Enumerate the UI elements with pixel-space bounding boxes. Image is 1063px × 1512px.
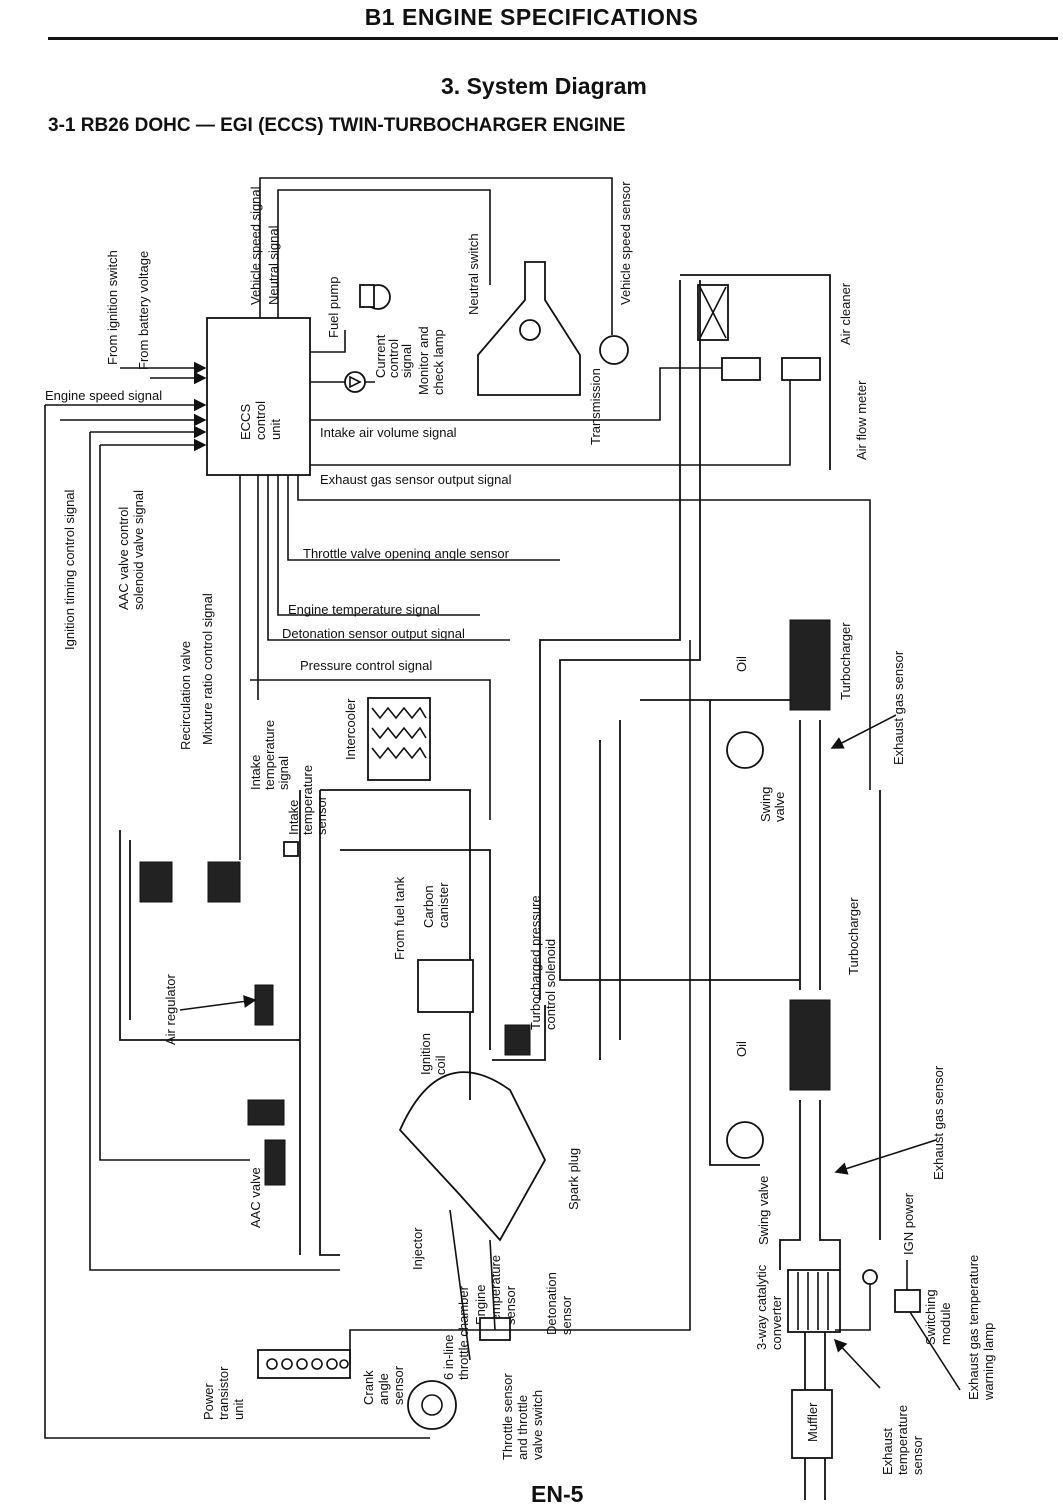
muffler-label: Muffler xyxy=(805,1402,820,1442)
vehicle-speed-sensor-label: Vehicle speed sensor xyxy=(618,181,633,305)
engine-temperature-sensor-label: Engine temperature sensor xyxy=(473,1251,518,1325)
ignition-coil-label: Ignition coil xyxy=(418,1029,448,1075)
intercooler xyxy=(367,697,431,781)
crank-angle-sensor-label: Crank angle sensor xyxy=(361,1365,406,1405)
turbocharged-pressure-control-solenoid-label: Turbocharged pressure control solenoid xyxy=(528,892,558,1030)
engine-speed-signal-label: Engine speed signal xyxy=(45,388,162,403)
eccs-control-unit-label: ECCS control unit xyxy=(238,397,283,440)
mixture-ratio-control-signal-label: Mixture ratio control signal xyxy=(200,593,215,745)
carbon-canister-label: Carbon canister xyxy=(421,882,451,928)
throttle-sensor-label: Throttle sensor and throttle valve switc… xyxy=(500,1370,545,1460)
switching-module-label: Switching module xyxy=(923,1286,953,1345)
six-inline-throttle-chamber-label: 6 in-line throttle chamber xyxy=(441,1285,471,1380)
monitor-check-lamp-label: Monitor and check lamp xyxy=(416,323,446,395)
cylinder-head xyxy=(398,1071,547,1242)
vehicle-speed-signal-label: Vehicle speed signal xyxy=(248,186,263,305)
swing-valve-upper xyxy=(726,731,764,769)
transistor-coils xyxy=(266,1358,349,1370)
from-ignition-switch-label: From ignition switch xyxy=(105,250,120,365)
aac-valve-control-label: AAC valve control solenoid valve signal xyxy=(116,490,146,610)
from-fuel-tank-label: From fuel tank xyxy=(392,876,407,960)
neutral-signal-label: Neutral signal xyxy=(266,225,281,305)
recirculation-valve-right xyxy=(207,861,241,903)
power-transistor-unit-label: Power transistor unit xyxy=(201,1363,246,1420)
switching-module xyxy=(894,1289,921,1313)
intercooler-label: Intercooler xyxy=(343,698,358,760)
turbocharger-lower xyxy=(789,999,831,1091)
carbon-canister xyxy=(417,959,474,1013)
page-header-title: B1 ENGINE SPECIFICATIONS xyxy=(364,4,699,30)
transmission-housing xyxy=(477,261,581,396)
swing-valve-lower xyxy=(726,1121,764,1159)
recirculation-valve-left xyxy=(139,861,173,903)
aac-valve-label: AAC valve xyxy=(248,1167,263,1228)
muffler xyxy=(791,1389,833,1459)
fuel-pump-label: Fuel pump xyxy=(326,277,341,338)
exhaust-gas-sensor-lower-label: Exhaust gas sensor xyxy=(931,1065,946,1180)
air-cleaner-label: Air cleaner xyxy=(838,282,853,345)
transmission-label: Transmission xyxy=(588,368,603,445)
turbocharger-lower-label: Turbocharger xyxy=(846,897,861,975)
check-lamp-icon xyxy=(344,371,366,393)
exhaust-gas-temperature-warning-lamp-label: Exhaust gas temperature warning lamp xyxy=(966,1251,996,1401)
eccs-control-unit xyxy=(206,317,311,476)
air-regulator-label: Air regulator xyxy=(163,974,178,1045)
spark-plug-label: Spark plug xyxy=(566,1148,581,1210)
swing-valve-upper-label: Swing valve xyxy=(758,783,787,822)
oil-upper-label: Oil xyxy=(734,656,749,672)
pressure-control-signal-label: Pressure control signal xyxy=(300,658,432,673)
intake-temperature-signal-label: Intake temperature signal xyxy=(248,716,291,790)
intake-temperature-sensor-label: Intake temperature sensor xyxy=(286,761,329,835)
intake-air-volume-signal-label: Intake air volume signal xyxy=(320,425,457,440)
injector-label: Injector xyxy=(410,1227,425,1270)
crank-angle-sensor xyxy=(407,1380,457,1430)
detonation-sensor-output-signal-label: Detonation sensor output signal xyxy=(282,626,465,641)
neutral-switch-label: Neutral switch xyxy=(466,233,481,315)
subsection-title: 3-1 RB26 DOHC — EGI (ECCS) TWIN-TURBOCHA… xyxy=(48,115,626,136)
swing-valve-lower-label: Swing valve xyxy=(756,1176,771,1245)
air-flow-meter-left xyxy=(721,357,761,381)
detonation-sensor-label: Detonation sensor xyxy=(544,1268,574,1335)
page-number: EN-5 xyxy=(531,1481,584,1507)
catalytic-converter xyxy=(787,1269,841,1333)
current-control-signal-label: Current control signal xyxy=(373,331,414,378)
air-flow-meter-right xyxy=(781,357,821,381)
ignition-timing-control-signal-label: Ignition timing control signal xyxy=(62,489,77,650)
exhaust-temperature-sensor-label: Exhaust temperature sensor xyxy=(880,1401,925,1475)
exhaust-gas-sensor-output-signal-label: Exhaust gas sensor output signal xyxy=(320,472,512,487)
exhaust-gas-sensor-upper-label: Exhaust gas sensor xyxy=(891,650,906,765)
turbocharger-upper xyxy=(789,619,831,711)
header-rule xyxy=(48,37,1058,40)
recirculation-valve-label: Recirculation valve xyxy=(178,641,193,750)
catalytic-converter-label: 3-way catalytic converter xyxy=(754,1261,784,1350)
warning-lamp-icon xyxy=(862,1269,878,1285)
from-battery-voltage-label: From battery voltage xyxy=(136,251,151,370)
turbocharger-upper-label: Turbocharger xyxy=(838,622,853,700)
ign-power-label: IGN power xyxy=(901,1192,916,1255)
engine-temperature-signal-label: Engine temperature signal xyxy=(288,602,440,617)
speedometer-icon xyxy=(599,335,629,365)
section-title: 3. System Diagram xyxy=(441,73,647,99)
air-flow-meter-label: Air flow meter xyxy=(854,380,869,460)
throttle-valve-opening-angle-sensor-label: Throttle valve opening angle sensor xyxy=(303,546,510,561)
oil-lower-label: Oil xyxy=(734,1041,749,1057)
